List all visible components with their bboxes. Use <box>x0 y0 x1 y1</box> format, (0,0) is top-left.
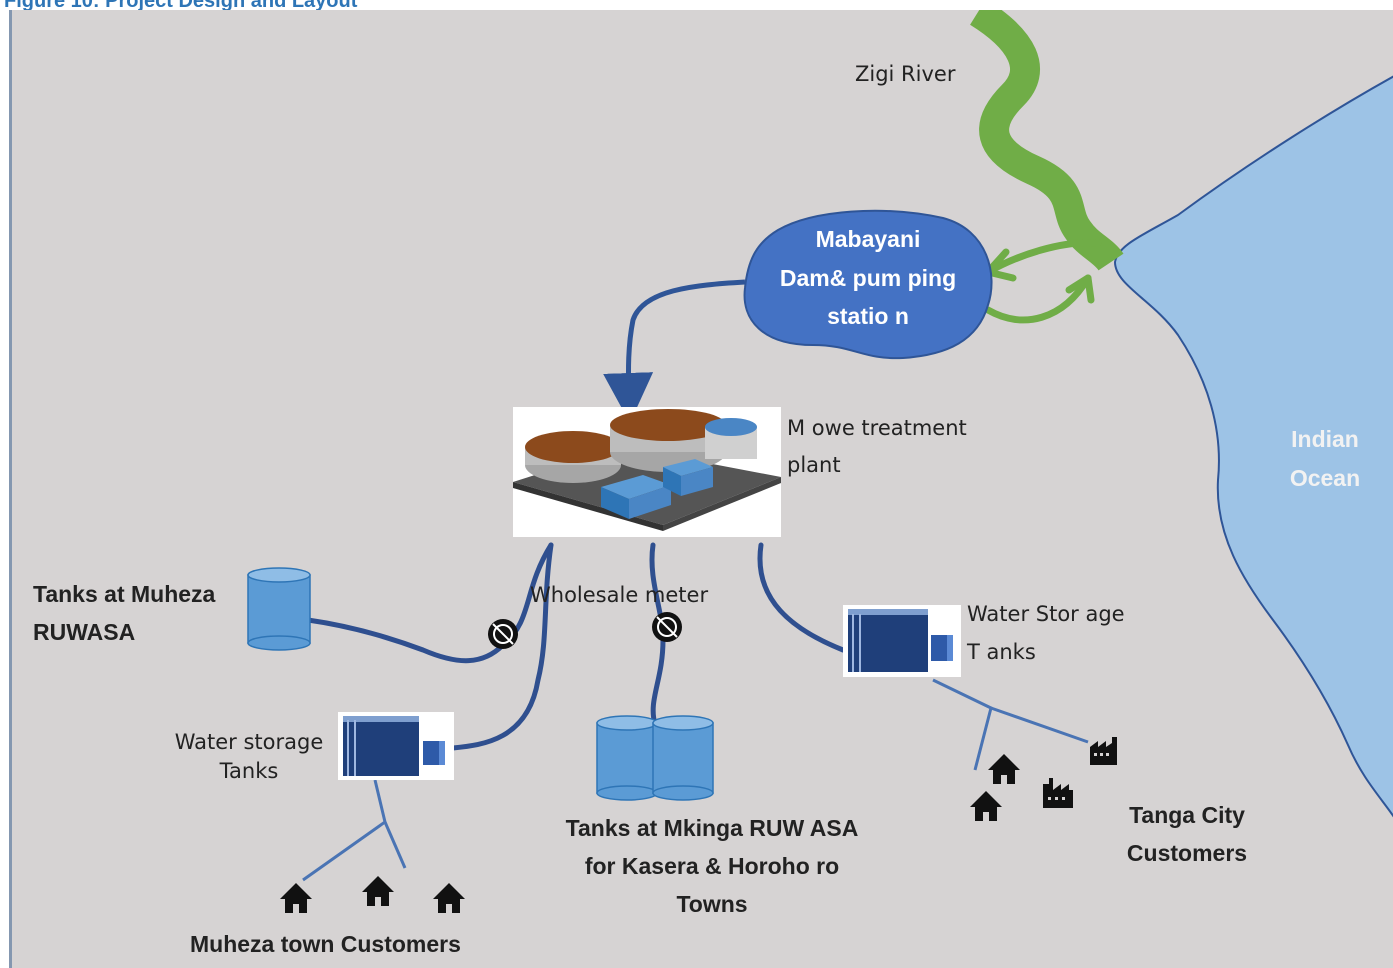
tanga-label-line2: Customers <box>1126 839 1248 866</box>
meter-icon <box>652 612 682 642</box>
muheza-tanks-label-line2: RUWASA <box>33 618 136 645</box>
storage-left-label-line1: Water storage <box>174 730 324 754</box>
water-storage-tank-left <box>338 712 454 780</box>
mkinga-tanks <box>596 715 714 801</box>
mabayani-dam <box>743 209 993 360</box>
tanga-customers-label: Tanga City Customers <box>1107 797 1267 873</box>
ocean-label-line1: Indian <box>1291 426 1359 452</box>
house-icon <box>970 791 1002 821</box>
storage-left-label: Water storage Tanks <box>164 728 334 787</box>
storage-left-label-line2: Tanks <box>219 759 279 784</box>
plant-label-line1: M owe treatment <box>787 416 967 440</box>
storage-right-label-line2: T anks <box>967 639 1036 664</box>
dam-to-plant-pipe <box>603 279 746 423</box>
muheza-customers-label: Muheza town Customers <box>190 931 461 957</box>
treatment-plant-icon <box>513 407 781 537</box>
muheza-tank <box>247 567 311 651</box>
ocean-label-line2: Ocean <box>1289 464 1361 491</box>
mkinga-tanks-label: Tanks at Mkinga RUW ASA for Kasera & Hor… <box>532 810 892 924</box>
house-icon <box>433 883 465 913</box>
dam-label-line2: Dam& pum ping <box>779 264 957 291</box>
house-icon <box>362 876 394 906</box>
meter-icon <box>488 619 518 649</box>
mkinga-label-line1: Tanks at Mkinga RUW ASA <box>565 815 859 841</box>
dam-label-line1: Mabayani <box>815 226 921 252</box>
diagram-frame: Zigi River Mabayani Dam& pum ping statio… <box>9 10 1393 968</box>
figure-caption: Figure 10: Project Design and Layout <box>4 0 358 12</box>
water-storage-tank-right <box>843 605 961 677</box>
ocean-label: Indian Ocean <box>1265 420 1385 497</box>
storage-right-label-line1: Water Stor age <box>967 602 1125 626</box>
service-lines <box>302 678 1089 882</box>
diagram-canvas <box>247 10 1393 913</box>
plant-label-line2: plant <box>787 452 841 477</box>
plant-label: M owe treatment plant <box>787 410 967 484</box>
storage-right-label: Water Stor age T anks <box>967 596 1125 672</box>
factory-icon <box>1043 778 1073 808</box>
factory-icon <box>1090 737 1117 765</box>
house-icon <box>988 754 1020 784</box>
zigi-river <box>969 10 1124 272</box>
tanga-label-line1: Tanga City <box>1129 802 1245 828</box>
dam-label: Mabayani Dam& pum ping statio n <box>748 220 988 336</box>
mkinga-label-line2: for Kasera & Horoho ro <box>584 852 840 879</box>
muheza-tanks-label: Tanks at Muheza RUWASA <box>33 576 215 652</box>
muheza-tanks-label-line1: Tanks at Muheza <box>33 581 216 607</box>
river-label: Zigi River <box>855 62 956 86</box>
dam-label-line3: statio n <box>827 303 909 330</box>
house-icon <box>280 883 312 913</box>
indian-ocean <box>1115 76 1393 816</box>
mkinga-label-line3: Towns <box>676 890 748 917</box>
distribution-pipes <box>305 542 846 751</box>
wholesale-meter-label: Wholesale meter <box>530 583 709 607</box>
